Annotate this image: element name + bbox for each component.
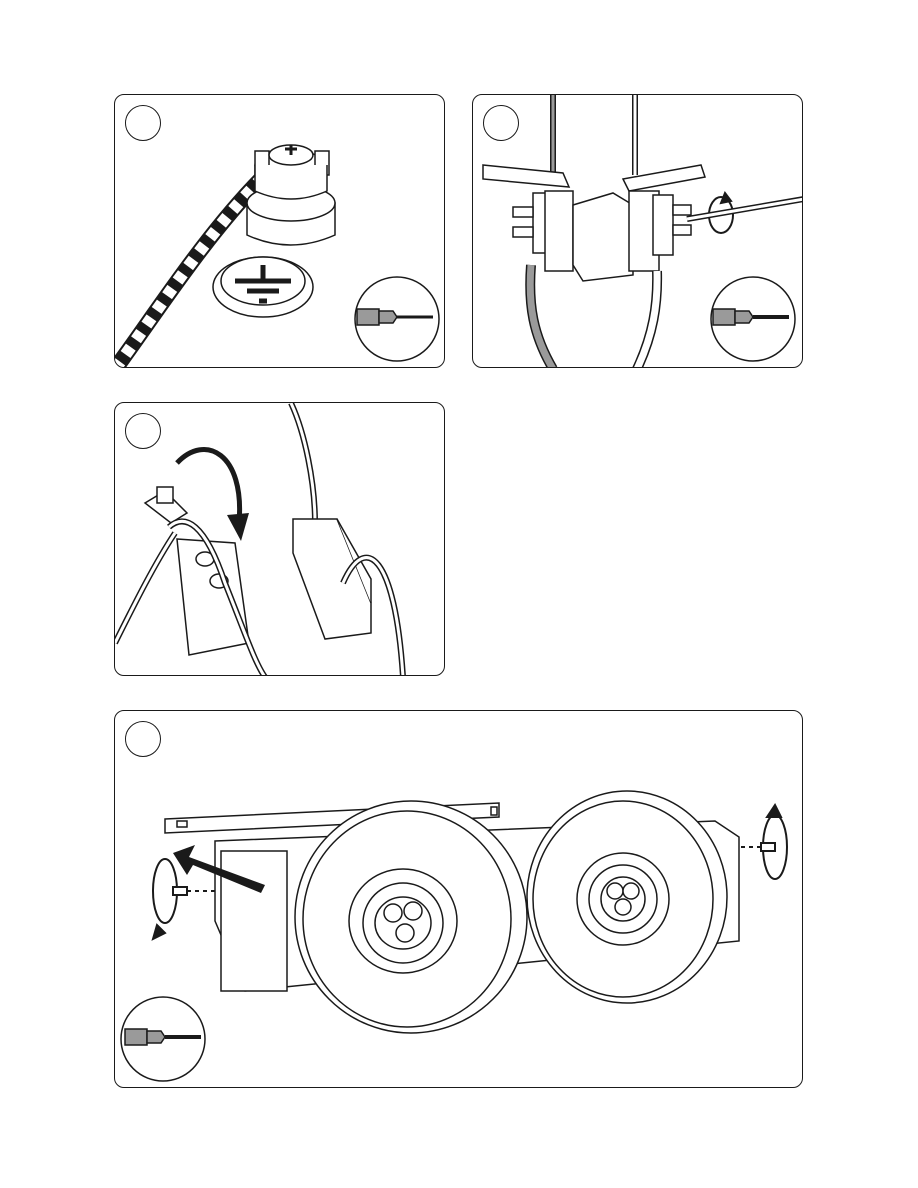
left-terminal-block [483,165,573,271]
fixture-mounting-illustration [115,711,803,1088]
center-housing [573,193,633,281]
step-2-panel [472,94,803,368]
step-4-panel [114,710,803,1088]
close-rotation-arrow [177,450,249,542]
step-3-panel [114,402,445,676]
spotlight-left [295,801,527,1033]
earth-terminal [247,145,335,245]
right-screw-rotation [741,805,787,879]
spotlight-right [527,791,727,1003]
step-1-panel [114,94,445,368]
phillips-screwdriver-icon [355,277,439,361]
earth-symbol-cap [213,257,313,317]
flat-screwdriver-icon [711,277,795,361]
earth-connection-illustration [115,95,445,368]
terminal-wiring-illustration [473,95,803,368]
closed-terminal-cover [293,519,371,639]
cover-close-illustration [115,403,445,676]
flat-screwdriver-icon [121,997,205,1081]
open-terminal-cover [145,487,249,655]
